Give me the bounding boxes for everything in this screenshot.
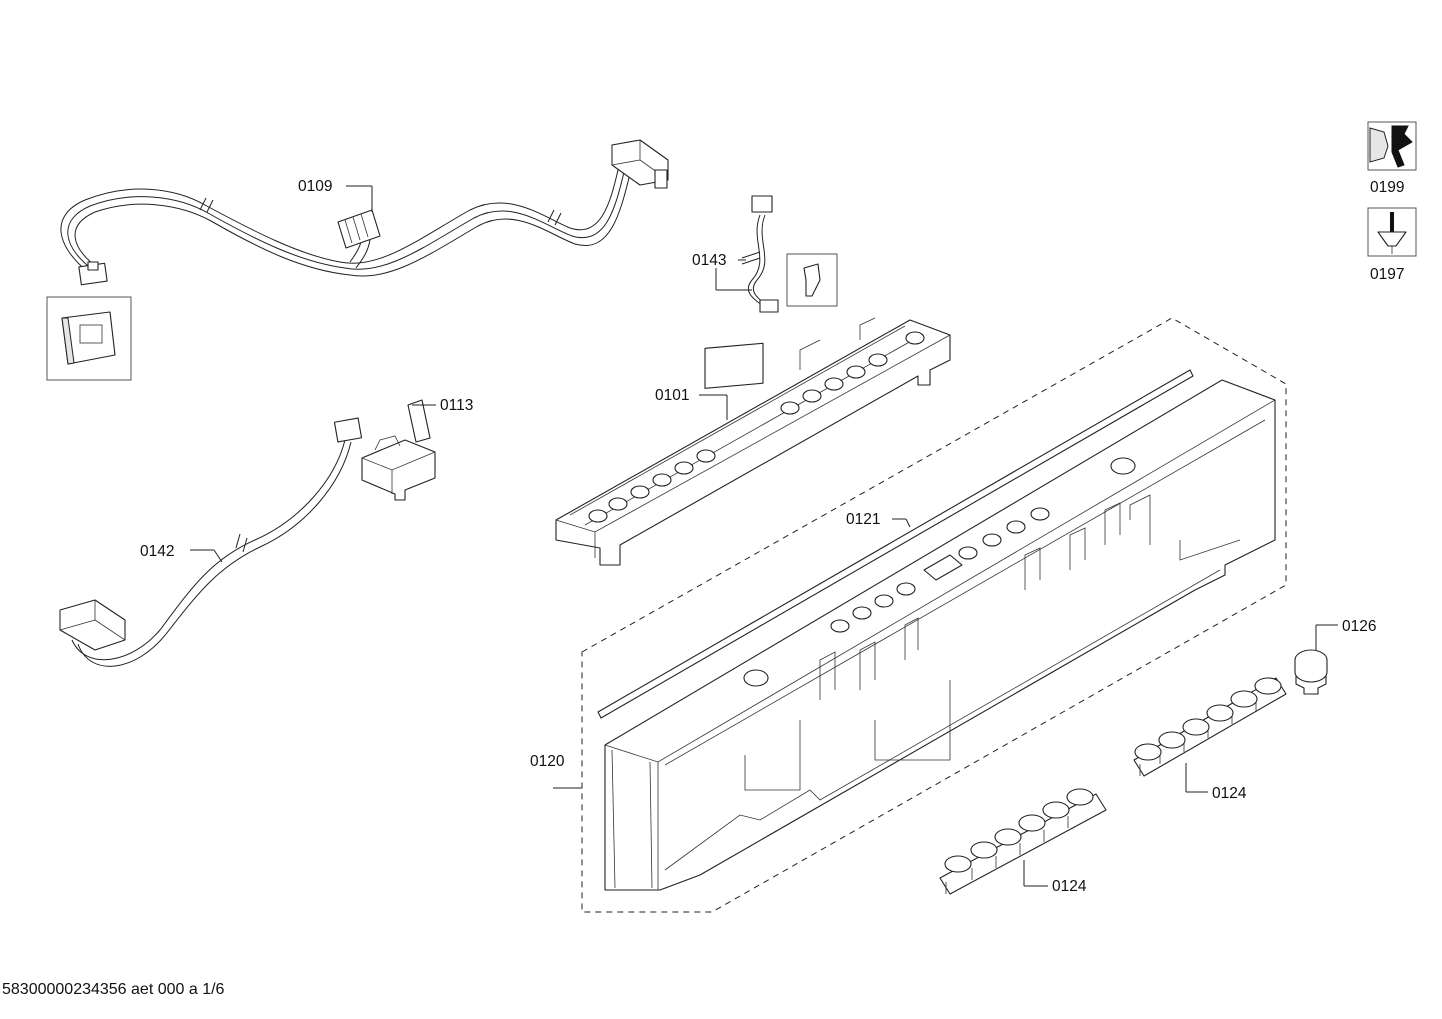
rod-0121[interactable]	[597, 369, 1194, 719]
buttons	[1134, 677, 1282, 761]
callout-0142: 0142	[140, 543, 174, 560]
wrench-icon	[1367, 121, 1417, 171]
control-module-0101[interactable]	[555, 317, 951, 566]
sensor-holder-0113[interactable]	[361, 399, 436, 501]
screwdriver-icon	[1367, 207, 1417, 257]
callout-0124-lower: 0124	[1052, 878, 1087, 895]
callout-0143: 0143	[692, 252, 726, 269]
callout-0199: 0199	[1370, 179, 1404, 196]
callout-0197: 0197	[1370, 266, 1404, 283]
button-0126[interactable]	[1294, 649, 1328, 695]
cable-0142[interactable]	[59, 417, 363, 667]
panel-housing-0120[interactable]	[604, 379, 1276, 891]
callout-0120: 0120	[530, 753, 565, 770]
button-strip-0124-upper[interactable]	[1133, 677, 1287, 777]
inset-control-module[interactable]	[46, 296, 132, 381]
callout-0126: 0126	[1342, 618, 1376, 635]
callout-0109: 0109	[298, 178, 332, 195]
buttons	[944, 788, 1094, 873]
button-row-right	[780, 331, 925, 415]
button-holes	[830, 507, 1050, 633]
sensor-cable-0143[interactable]	[741, 195, 838, 313]
callout-0113: 0113	[440, 397, 473, 414]
callout-0124-upper: 0124	[1212, 785, 1247, 802]
callout-0121: 0121	[846, 511, 880, 528]
wiring-harness-0109[interactable]	[60, 139, 669, 286]
button-row-left	[588, 449, 716, 523]
callout-0101: 0101	[655, 387, 689, 404]
document-footer-id: 58300000234356 aet 000 a 1/6	[2, 981, 225, 998]
button-strip-0124-lower[interactable]	[939, 788, 1107, 895]
